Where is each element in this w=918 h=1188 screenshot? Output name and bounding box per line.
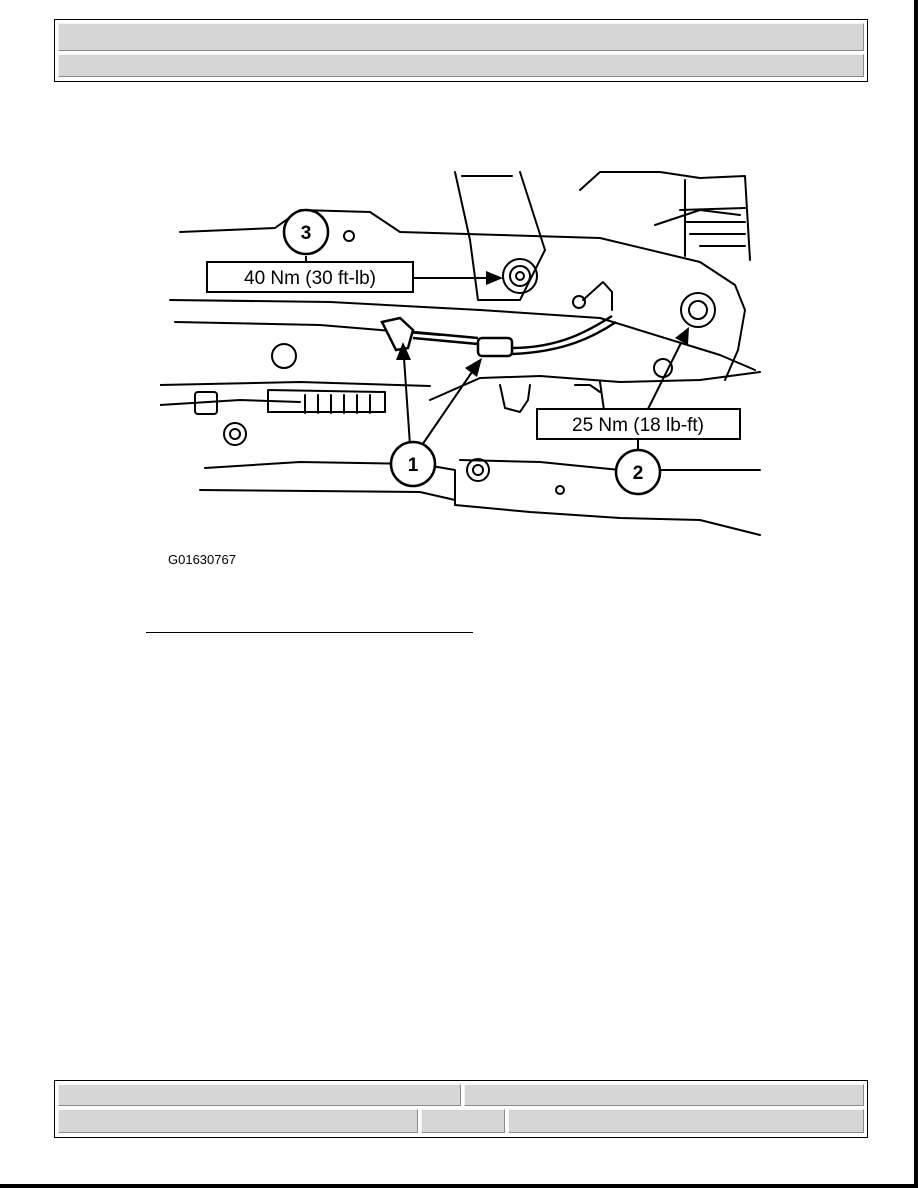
torque-label-3: 40 Nm (30 ft-lb) bbox=[244, 268, 376, 289]
callout-1: 1 bbox=[389, 342, 482, 488]
page-header bbox=[54, 19, 868, 82]
section-divider bbox=[146, 632, 473, 633]
footer-cell-right-bottom bbox=[508, 1109, 864, 1133]
callout-2-number: 2 bbox=[633, 463, 644, 484]
exhaust-sensor-illustration: 3 40 Nm (30 ft-lb) 25 Nm (18 lb-ft) 2 1 bbox=[160, 171, 761, 536]
callout-3: 3 40 Nm (30 ft-lb) bbox=[206, 208, 503, 293]
page-footer bbox=[54, 1080, 868, 1138]
footer-cell-left-bottom bbox=[58, 1109, 418, 1133]
header-title-bar bbox=[58, 23, 864, 51]
figure-code: G01630767 bbox=[168, 552, 236, 567]
torque-label-2: 25 Nm (18 lb-ft) bbox=[572, 415, 704, 436]
callout-2: 25 Nm (18 lb-ft) 2 bbox=[536, 327, 741, 496]
callout-1-number: 1 bbox=[408, 455, 419, 476]
callout-3-number: 3 bbox=[301, 223, 312, 244]
footer-cell-right-top bbox=[464, 1084, 864, 1106]
header-subtitle-bar bbox=[58, 54, 864, 77]
footer-cell-left-top bbox=[58, 1084, 461, 1106]
footer-cell-middle-bottom bbox=[421, 1109, 505, 1133]
